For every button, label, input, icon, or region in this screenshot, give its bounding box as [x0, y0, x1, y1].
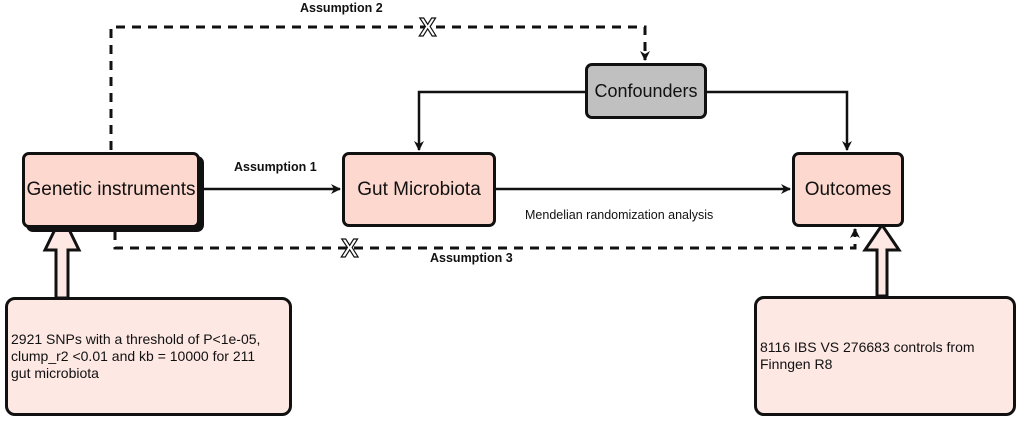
assumption-3-path — [113, 228, 860, 250]
assumption-3-label: Assumption 3 — [430, 251, 513, 265]
exposure-source-block-arrow — [42, 211, 82, 300]
outcome-source-block-arrow — [862, 222, 902, 298]
gut-microbiota-label: Gut Microbiota — [357, 178, 481, 200]
outcome-source-text: 8116 IBS VS 276683 controls from Finngen… — [760, 339, 975, 372]
assumption-2-blocked-mark: X — [418, 12, 437, 42]
outcomes-node[interactable]: Outcomes — [792, 152, 904, 227]
confounders-node[interactable]: Confounders — [585, 63, 707, 119]
outcomes-label: Outcomes — [804, 178, 892, 200]
outcome-source-note[interactable]: 8116 IBS VS 276683 controls from Finngen… — [754, 296, 1016, 416]
confounders-to-microbiota-arrow — [414, 90, 585, 151]
exposure-source-note[interactable]: 2921 SNPs with a threshold of P<1e-05, c… — [5, 297, 292, 416]
gut-microbiota-node[interactable]: Gut Microbiota — [342, 152, 496, 227]
assumption-3-blocked-mark: X — [340, 233, 359, 263]
exposure-source-text: 2921 SNPs with a threshold of P<1e-05, c… — [11, 331, 261, 381]
genetic-instruments-label: Genetic instruments — [26, 179, 196, 200]
genetic-instruments-node[interactable]: Genetic instruments — [22, 152, 200, 228]
confounders-to-outcomes-arrow — [706, 90, 852, 151]
assumption-1-label: Assumption 1 — [234, 160, 317, 174]
confounders-label: Confounders — [594, 80, 698, 101]
mr-analysis-label: Mendelian randomization analysis — [525, 208, 714, 222]
assumption-2-path — [109, 25, 650, 150]
assumption-2-label: Assumption 2 — [300, 1, 383, 15]
